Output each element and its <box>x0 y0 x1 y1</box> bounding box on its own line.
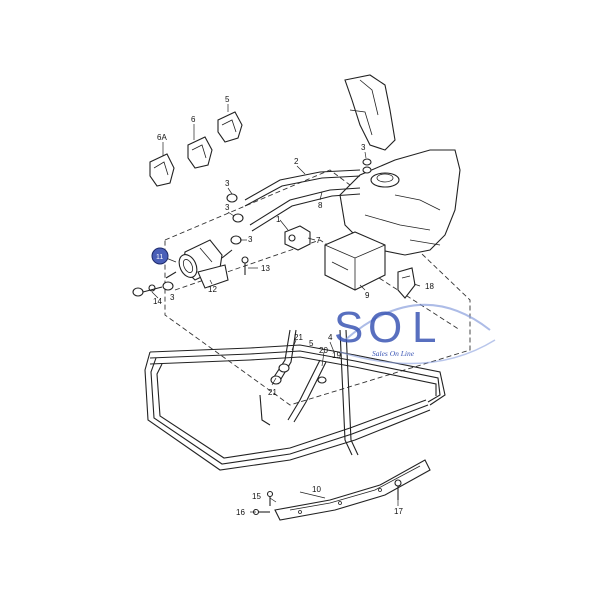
sol-watermark: S O L Sales On Line <box>334 303 496 365</box>
label-19: 19 <box>332 351 341 360</box>
filter-mount <box>197 264 229 289</box>
watermark-letter-o: O <box>368 303 402 352</box>
label-5b: 5 <box>309 339 314 348</box>
bolt-15 <box>266 490 274 506</box>
label-14: 14 <box>153 297 162 306</box>
label-4: 4 <box>328 333 333 342</box>
label-7: 7 <box>316 236 321 245</box>
evap-canister <box>324 231 386 291</box>
label-21a: 21 <box>294 333 303 342</box>
label-10: 10 <box>312 485 321 494</box>
label-3e: 3 <box>170 293 175 302</box>
label-20: 20 <box>319 346 328 355</box>
label-17: 17 <box>394 507 403 516</box>
clip-5 <box>217 111 243 143</box>
clip-6a <box>149 153 175 187</box>
part-labels: 1 2 3 3 3 3 3 4 5 5 6 6A 7 8 9 10 11 12 … <box>153 95 434 517</box>
label-18: 18 <box>425 282 434 291</box>
watermark-letter-l: L <box>412 303 436 352</box>
hose-clamps <box>226 158 372 245</box>
watermark-tagline: Sales On Line <box>372 349 415 358</box>
highlight-marker <box>151 247 169 265</box>
label-1: 1 <box>276 215 281 224</box>
label-3c: 3 <box>248 235 253 244</box>
watermark-letter-s: S <box>334 303 363 352</box>
label-12: 12 <box>208 285 217 294</box>
bracket-18 <box>397 267 416 299</box>
underbody-fuel-lines <box>144 329 446 471</box>
assembly-outline <box>164 169 471 406</box>
fuel-line-upper <box>244 169 361 232</box>
leader-lines <box>151 104 421 513</box>
fuel-tank <box>339 74 461 256</box>
label-5: 5 <box>225 95 230 104</box>
guard-10 <box>274 459 431 521</box>
label-2: 2 <box>294 157 299 166</box>
fittings-left <box>132 281 174 297</box>
label-13: 13 <box>261 264 270 273</box>
bolt-17 <box>394 479 402 500</box>
clip-6 <box>187 136 213 169</box>
label-3a: 3 <box>225 179 230 188</box>
bolt-13 <box>241 256 249 275</box>
label-9: 9 <box>365 291 370 300</box>
label-3d: 3 <box>361 143 366 152</box>
label-11: 11 <box>156 254 163 261</box>
label-6: 6 <box>191 115 196 124</box>
label-6a: 6A <box>157 133 167 142</box>
label-8: 8 <box>318 201 323 210</box>
label-21b: 21 <box>268 388 277 397</box>
label-16: 16 <box>236 508 245 517</box>
valve-7 <box>284 225 311 251</box>
label-15: 15 <box>252 492 261 501</box>
label-3b: 3 <box>225 203 230 212</box>
